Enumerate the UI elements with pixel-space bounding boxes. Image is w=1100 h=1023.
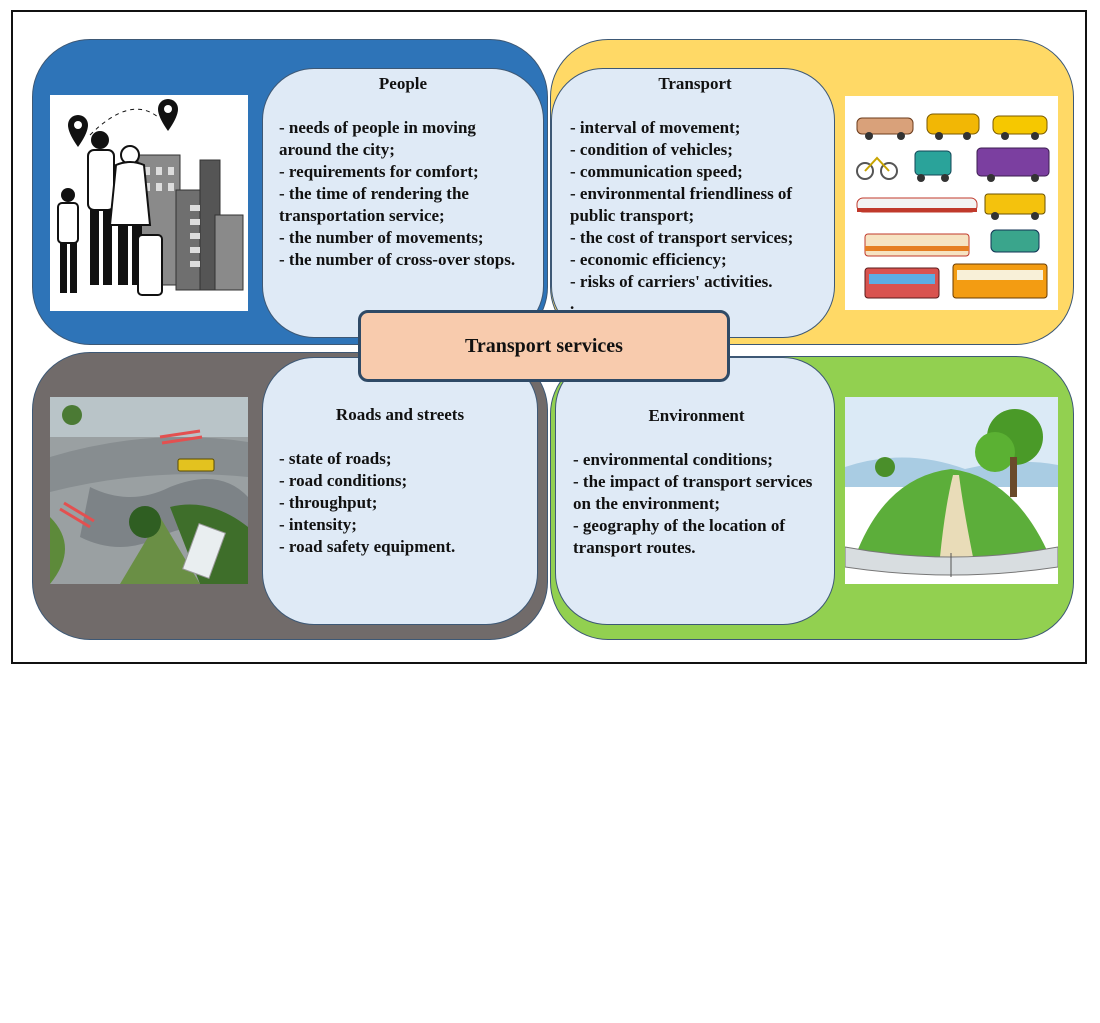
list-item: - economic efficiency; (570, 250, 727, 269)
list-item: - intensity; (279, 515, 357, 534)
list-item: - requirements for comfort; (279, 162, 479, 181)
roads-text-box: Roads and streets - state of roads; - ro… (262, 357, 538, 625)
roads-title: Roads and streets (335, 405, 465, 424)
list-item: - communication speed; (570, 162, 743, 181)
list-item: - environmental conditions; (573, 450, 773, 469)
center-title: Transport services (465, 334, 623, 357)
center-title-box: Transport services (358, 310, 730, 382)
open-book-landscape-photo (845, 397, 1058, 584)
environment-list: - environmental conditions; - the impact… (573, 449, 820, 559)
list-item: - state of roads; (279, 449, 392, 468)
list-item: - road safety equipment. (279, 537, 456, 556)
vehicles-collage-illustration (845, 96, 1058, 310)
list-item: - environmental friendliness of public t… (570, 184, 793, 225)
people-list: - needs of people in moving around the c… (279, 117, 527, 271)
list-item: - the number of cross-over stops. (279, 250, 516, 269)
list-item: - the number of movements; (279, 228, 484, 247)
list-item: - geography of the location of transport… (573, 516, 786, 557)
environment-title: Environment (648, 406, 745, 425)
list-item: - the cost of transport services; (570, 228, 794, 247)
people-text-box: People - needs of people in moving aroun… (262, 68, 544, 338)
list-item: - condition of vehicles; (570, 140, 733, 159)
transport-text-box: Transport - interval of movement; - cond… (551, 68, 835, 338)
list-item: - needs of people in moving around the c… (279, 118, 476, 159)
road-intersection-photo (50, 397, 248, 584)
list-item: - the time of rendering the transportati… (279, 184, 469, 225)
list-item: - interval of movement; (570, 118, 741, 137)
travelers-city-illustration (50, 95, 248, 311)
list-item: - risks of carriers' activities. (570, 272, 773, 291)
list-item: - the impact of transport services on th… (573, 472, 813, 513)
roads-list: - state of roads; - road conditions; - t… (279, 448, 521, 558)
environment-text-box: Environment - environmental conditions; … (555, 357, 835, 625)
transport-title: Transport (658, 74, 732, 93)
people-title: People (378, 74, 428, 93)
list-item: - road conditions; (279, 471, 408, 490)
transport-list: - interval of movement; - condition of v… (570, 117, 820, 315)
list-item: - throughput; (279, 493, 378, 512)
list-item: . (570, 294, 575, 313)
